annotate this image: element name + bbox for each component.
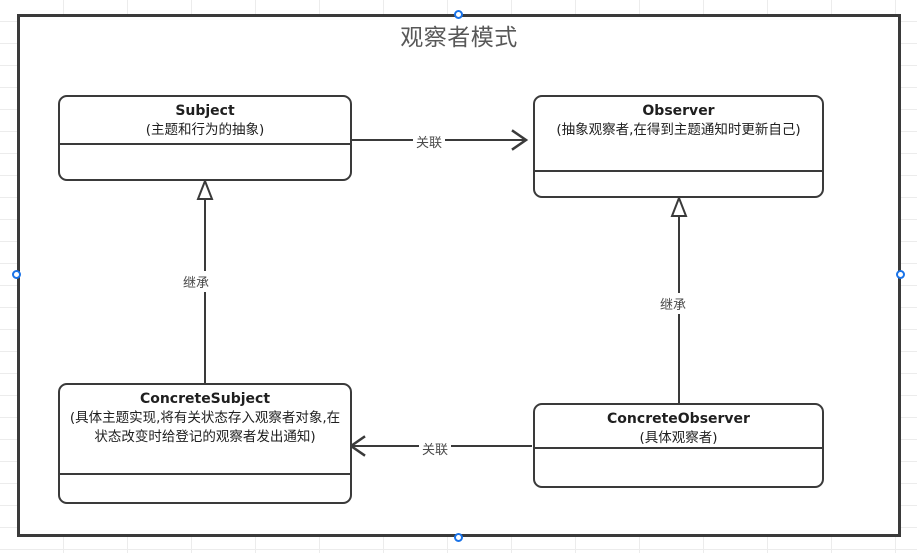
uml-class-concreteobserver-header: ConcreteObserver (具体观察者) — [535, 405, 822, 449]
uml-class-concreteobserver[interactable]: ConcreteObserver (具体观察者) — [533, 403, 824, 488]
uml-class-concreteobserver-members — [535, 449, 822, 486]
uml-class-concretesubject[interactable]: ConcreteSubject (具体主题实现,将有关状态存入观察者对象,在状态… — [58, 383, 352, 504]
uml-class-concretesubject-header: ConcreteSubject (具体主题实现,将有关状态存入观察者对象,在状态… — [60, 385, 350, 475]
uml-class-observer-header: Observer (抽象观察者,在得到主题通知时更新自己) — [535, 97, 822, 172]
uml-class-subject-description: (主题和行为的抽象) — [145, 122, 265, 138]
diagram-title: 观察者模式 — [400, 25, 518, 51]
uml-class-subject-header: Subject (主题和行为的抽象) — [60, 97, 350, 145]
uml-class-concreteobserver-name: ConcreteObserver — [607, 411, 750, 427]
selection-handle-top-center[interactable] — [454, 10, 463, 19]
edge-label-association-top[interactable]: 关联 — [413, 131, 446, 152]
edge-label-association-bottom[interactable]: 关联 — [419, 438, 452, 459]
uml-class-observer-name: Observer — [642, 103, 715, 119]
edge-label-inheritance-right[interactable]: 继承 — [657, 293, 690, 314]
uml-class-subject[interactable]: Subject (主题和行为的抽象) — [58, 95, 352, 181]
uml-class-concretesubject-description: (具体主题实现,将有关状态存入观察者对象,在状态改变时给登记的观察者发出通知) — [69, 410, 341, 445]
uml-class-observer-members — [535, 172, 822, 196]
uml-class-observer[interactable]: Observer (抽象观察者,在得到主题通知时更新自己) — [533, 95, 824, 198]
selection-handle-middle-right[interactable] — [896, 270, 905, 279]
uml-class-concreteobserver-description: (具体观察者) — [639, 430, 718, 446]
uml-class-concretesubject-name: ConcreteSubject — [139, 391, 271, 407]
selection-handle-bottom-center[interactable] — [454, 533, 463, 542]
edge-label-inheritance-left[interactable]: 继承 — [180, 271, 213, 292]
selection-handle-middle-left[interactable] — [12, 270, 21, 279]
uml-class-subject-name: Subject — [175, 103, 235, 119]
uml-class-subject-members — [60, 145, 350, 179]
uml-class-concretesubject-members — [60, 475, 350, 502]
uml-class-observer-description: (抽象观察者,在得到主题通知时更新自己) — [556, 122, 801, 138]
